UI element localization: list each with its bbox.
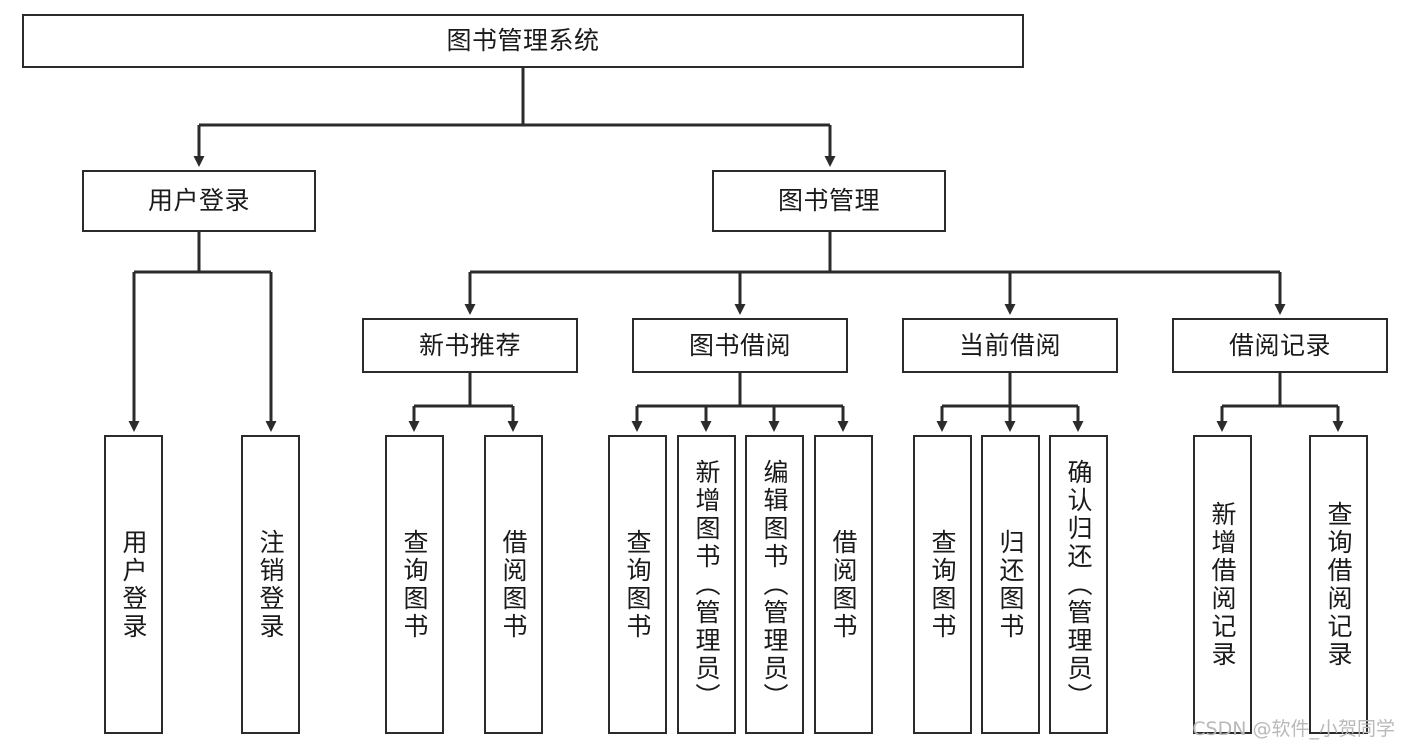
node-new-book-recommendation[interactable]: 新书推荐 — [362, 318, 578, 373]
leaf-book-borrow-query-book[interactable]: 查询图书 — [608, 435, 667, 734]
leaf-borrow-record-query-record[interactable]: 查询借阅记录 — [1309, 435, 1368, 734]
leaf-new-book-borrow-book[interactable]: 借阅图书 — [484, 435, 543, 734]
node-label: 查询图书 — [400, 528, 429, 641]
node-label: 图书管理系统 — [446, 26, 600, 55]
node-label: 当前借阅 — [958, 330, 1061, 360]
node-book-management[interactable]: 图书管理 — [712, 170, 946, 232]
node-label: 新增借阅记录 — [1208, 500, 1237, 669]
node-borrow-record[interactable]: 借阅记录 — [1172, 318, 1388, 373]
leaf-book-borrow-add-book-admin[interactable]: 新增图书（管理员） — [677, 435, 736, 734]
leaf-new-book-query-book[interactable]: 查询图书 — [385, 435, 444, 734]
node-label: 注销登录 — [256, 528, 285, 641]
leaf-borrow-record-add-record[interactable]: 新增借阅记录 — [1193, 435, 1252, 734]
node-label: 编辑图书（管理员） — [760, 458, 789, 711]
leaf-user-login-logout[interactable]: 注销登录 — [241, 435, 300, 734]
leaf-book-borrow-edit-book-admin[interactable]: 编辑图书（管理员） — [745, 435, 804, 734]
node-label: 查询图书 — [623, 528, 652, 641]
leaf-current-borrow-query-book[interactable]: 查询图书 — [913, 435, 972, 734]
node-label: 借阅图书 — [499, 528, 528, 641]
node-root-book-management-system[interactable]: 图书管理系统 — [22, 14, 1024, 68]
node-label: 新增图书（管理员） — [692, 458, 721, 711]
node-label: 图书借阅 — [688, 330, 791, 360]
node-current-borrow[interactable]: 当前借阅 — [902, 318, 1118, 373]
node-label: 用户登录 — [119, 528, 148, 641]
csdn-watermark: CSDN @软件_小贺同学 — [1192, 718, 1395, 740]
node-label: 查询借阅记录 — [1324, 500, 1353, 669]
node-label: 新书推荐 — [418, 330, 521, 360]
node-label: 用户登录 — [147, 186, 250, 215]
node-user-login[interactable]: 用户登录 — [82, 170, 316, 232]
leaf-current-borrow-confirm-return-admin[interactable]: 确认归还（管理员） — [1049, 435, 1108, 734]
node-label: 归还图书 — [996, 528, 1025, 641]
node-book-borrow[interactable]: 图书借阅 — [632, 318, 848, 373]
leaf-book-borrow-borrow-book[interactable]: 借阅图书 — [814, 435, 873, 734]
node-label: 借阅图书 — [829, 528, 858, 641]
leaf-current-borrow-return-book[interactable]: 归还图书 — [981, 435, 1040, 734]
leaf-user-login-login[interactable]: 用户登录 — [104, 435, 163, 734]
node-label: 借阅记录 — [1228, 330, 1331, 360]
node-label: 图书管理 — [777, 186, 880, 215]
node-label: 查询图书 — [928, 528, 957, 641]
node-label: 确认归还（管理员） — [1064, 458, 1093, 711]
